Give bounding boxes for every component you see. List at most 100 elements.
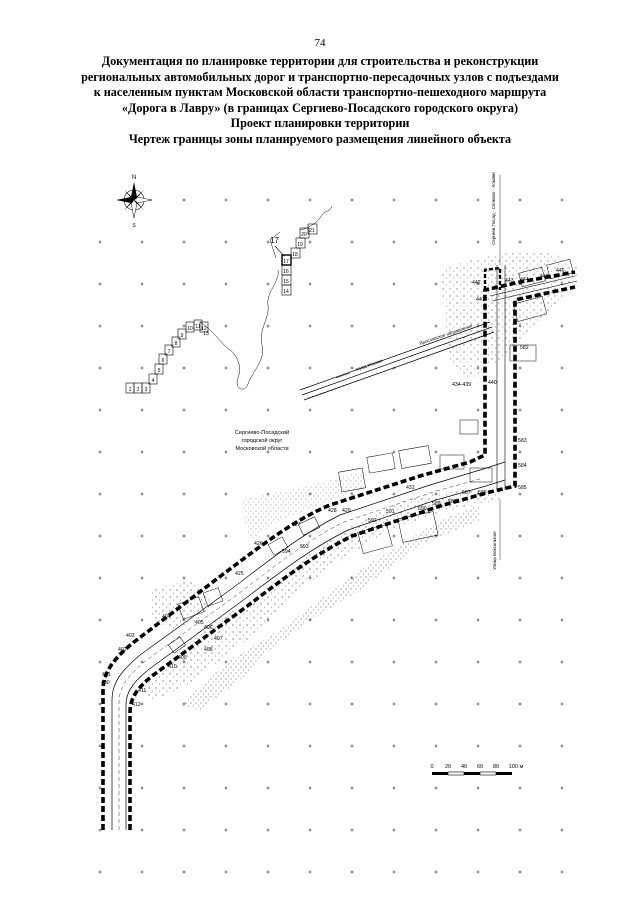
grid-cross — [434, 870, 438, 874]
grid-cross — [476, 366, 480, 370]
svg-text:592: 592 — [368, 518, 377, 524]
grid-cross — [560, 618, 564, 622]
grid-cross — [392, 702, 396, 706]
svg-text:401: 401 — [102, 672, 111, 678]
grid-cross — [434, 408, 438, 412]
grid-cross — [518, 744, 522, 748]
grid-cross — [434, 576, 438, 580]
grid-cross — [182, 702, 186, 706]
road-label-right: Улица Вокзальная — [492, 531, 497, 570]
grid-crosses — [98, 198, 564, 874]
svg-text:Московской области: Московской области — [235, 445, 288, 452]
grid-cross — [140, 534, 144, 538]
grid-cross — [560, 408, 564, 412]
grid-cross — [266, 534, 270, 538]
svg-text:446: 446 — [556, 268, 565, 274]
svg-text:городской округ: городской округ — [242, 437, 283, 444]
grid-cross — [350, 240, 354, 244]
grid-cross — [98, 576, 102, 580]
grid-cross — [350, 576, 354, 580]
svg-text:6: 6 — [162, 358, 165, 364]
grid-cross — [518, 618, 522, 622]
grid-cross — [308, 408, 312, 412]
grid-cross — [182, 828, 186, 832]
grid-cross — [518, 702, 522, 706]
grid-cross — [140, 492, 144, 496]
grid-cross — [350, 660, 354, 664]
grid-cross — [560, 870, 564, 874]
svg-text:589: 589 — [432, 501, 441, 507]
grid-cross — [182, 618, 186, 622]
scale-tick-20: 20 — [445, 764, 451, 770]
grid-cross — [266, 324, 270, 328]
grid-cross — [560, 282, 564, 286]
grid-cross — [392, 828, 396, 832]
grid-cross — [350, 744, 354, 748]
title-line-6: Чертеж границы зоны планируемого размеще… — [128, 131, 512, 146]
grid-cross — [350, 324, 354, 328]
grid-cross — [518, 450, 522, 454]
svg-text:585: 585 — [518, 485, 527, 491]
grid-cross — [224, 576, 228, 580]
grid-cross — [476, 660, 480, 664]
svg-text:403: 403 — [126, 633, 135, 639]
svg-text:593: 593 — [300, 544, 309, 550]
grid-cross — [224, 744, 228, 748]
side-roads: Сергиев Посад - Селково - Хомяки Улица В… — [491, 172, 506, 570]
grid-cross — [518, 366, 522, 370]
grid-cross — [98, 492, 102, 496]
svg-text:Сергиево-Посадский: Сергиево-Посадский — [235, 429, 289, 436]
svg-text:412: 412 — [132, 702, 141, 708]
grid-cross — [266, 828, 270, 832]
grid-cross — [518, 492, 522, 496]
svg-text:402: 402 — [118, 647, 127, 653]
grid-cross — [392, 618, 396, 622]
grid-cross — [350, 492, 354, 496]
grid-cross — [140, 786, 144, 790]
grid-cross — [560, 702, 564, 706]
scale-bar: 0 20 40 60 80 100 м — [430, 764, 523, 776]
document-title: Документация по планировке территории дл… — [40, 54, 600, 147]
grid-cross — [98, 744, 102, 748]
scale-tick-60: 60 — [477, 764, 483, 770]
svg-text:9: 9 — [181, 333, 184, 339]
grid-cross — [308, 744, 312, 748]
svg-text:405: 405 — [195, 620, 204, 626]
svg-text:3: 3 — [145, 387, 148, 393]
grid-cross — [98, 702, 102, 706]
scale-tick-80: 80 — [493, 764, 499, 770]
grid-cross — [224, 450, 228, 454]
grid-cross — [518, 870, 522, 874]
grid-cross — [140, 702, 144, 706]
grid-cross — [224, 870, 228, 874]
grid-cross — [308, 828, 312, 832]
grid-cross — [266, 366, 270, 370]
title-line-5: Проект планировки территории — [230, 116, 410, 130]
grid-cross — [182, 198, 186, 202]
page-number: 74 — [314, 37, 326, 49]
grid-cross — [182, 492, 186, 496]
sheet-index-current: 17 — [270, 236, 279, 245]
grid-cross — [140, 870, 144, 874]
grid-cross — [476, 702, 480, 706]
grid-cross — [476, 282, 480, 286]
grid-cross — [266, 282, 270, 286]
svg-text:444: 444 — [520, 277, 529, 283]
grid-cross — [518, 408, 522, 412]
grid-cross — [434, 660, 438, 664]
compass-south: S — [132, 223, 136, 229]
grid-cross — [182, 450, 186, 454]
grid-cross — [350, 450, 354, 454]
grid-cross — [476, 450, 480, 454]
grid-cross — [140, 576, 144, 580]
grid-cross — [98, 786, 102, 790]
svg-text:411: 411 — [138, 688, 146, 694]
svg-text:7: 7 — [168, 349, 171, 355]
grid-cross — [476, 870, 480, 874]
grid-cross — [392, 366, 396, 370]
grid-cross — [392, 240, 396, 244]
grid-cross — [434, 702, 438, 706]
svg-text:19: 19 — [297, 242, 303, 248]
grid-cross — [140, 408, 144, 412]
